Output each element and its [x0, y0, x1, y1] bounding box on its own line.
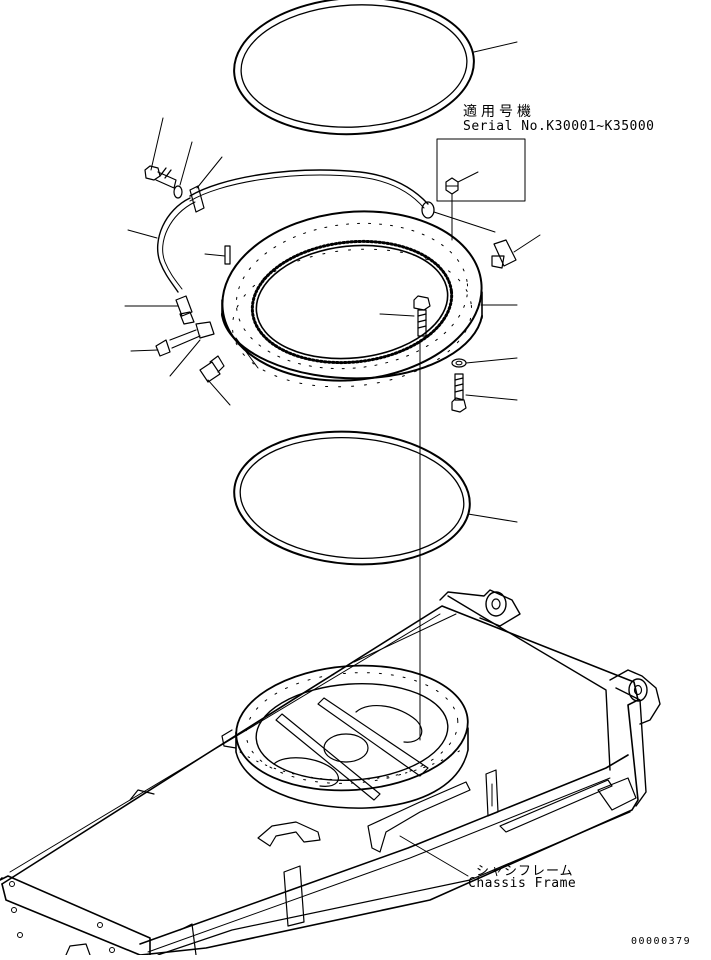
- elbow-fitting: [492, 235, 540, 268]
- drawing-number: 00000379: [631, 936, 692, 947]
- top-seal-ring: [231, 0, 517, 140]
- adapter-fitting: [200, 356, 230, 405]
- hose-clamp: [190, 157, 222, 212]
- clamp-washer: [174, 142, 192, 198]
- chassis-label-jp: シャシフレーム: [476, 864, 574, 879]
- straight-fitting: [131, 322, 214, 376]
- grease-nipple-icon: [446, 178, 458, 194]
- clamp-bolt: [145, 118, 176, 188]
- dowel-pin: [205, 246, 230, 264]
- mounting-bolt: [380, 296, 430, 336]
- serial-note-box: [437, 139, 525, 240]
- serial-label-en: Serial No.K30001~K35000: [463, 119, 655, 134]
- chassis-label-en: Chassis Frame: [468, 876, 577, 891]
- swing-circle-mount: [222, 658, 472, 808]
- chassis-leader: [400, 836, 468, 876]
- lower-seal-ring: [230, 424, 517, 572]
- bearing-bolt: [452, 374, 517, 412]
- bolt-washer: [452, 358, 517, 367]
- grease-hose: [128, 170, 495, 292]
- hose-connector: [125, 296, 194, 324]
- chassis-frame: [0, 590, 660, 955]
- swing-circle-bearing: [214, 199, 517, 398]
- serial-label-jp: 適用号機: [463, 104, 535, 120]
